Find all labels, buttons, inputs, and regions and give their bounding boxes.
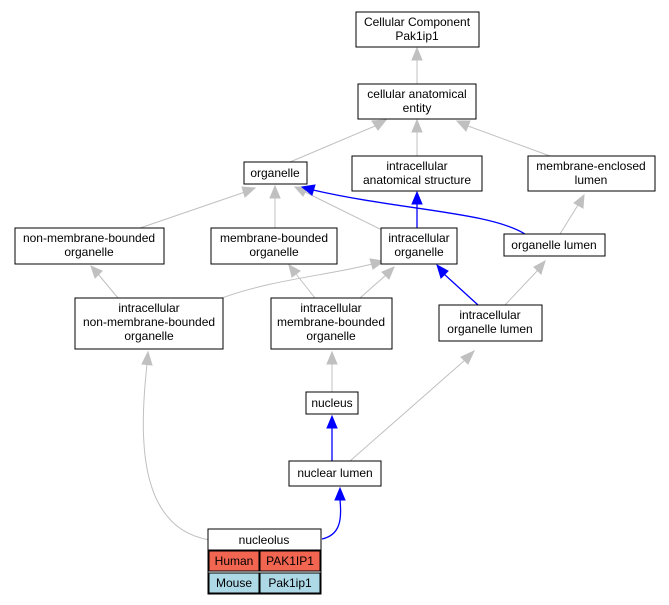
node-cellular-component-root[interactable]: Cellular Component Pak1ip1 [355, 11, 480, 48]
arrow-mel-to-cae [455, 120, 471, 132]
edge-inmbo-to-nmbo [97, 273, 119, 299]
node-cellular-anatomical-entity[interactable]: cellular anatomical entity [357, 83, 477, 120]
node-label-line: intracellular [388, 231, 449, 245]
node-intracellular-anatomical-structure[interactable]: intracellular anatomical structure [351, 155, 483, 192]
node-label-line: organelle [394, 245, 444, 259]
gene-label: PAK1IP1 [266, 554, 314, 568]
arrow-nmbo-to-organelle [241, 186, 257, 198]
node-label-line: Pak1ip1 [395, 29, 439, 43]
node-label-line: nucleolus [239, 533, 290, 547]
arrow-nucleus-to-imbo [326, 350, 338, 365]
arrow-ias-to-cae [411, 118, 423, 133]
node-organelle[interactable]: organelle [243, 161, 308, 185]
gene-label: Pak1ip1 [268, 576, 312, 590]
node-label-line: anatomical structure [363, 173, 471, 187]
node-organelle-lumen[interactable]: organelle lumen [503, 233, 606, 257]
node-label-line: membrane-enclosed [536, 159, 645, 173]
arrow-mbo-to-organelle [269, 184, 281, 199]
edge-nmbo-to-organelle [139, 191, 246, 229]
arrow-imbo-to-mbo [288, 264, 301, 278]
node-label-line: organelle [124, 329, 174, 343]
node-label-line: organelle [306, 329, 356, 343]
node-label-line: entity [403, 101, 432, 115]
arrow-ol-to-organelle [300, 184, 316, 196]
arrow-cae-to-root [411, 46, 423, 61]
node-nuclear-lumen[interactable]: nuclear lumen [288, 460, 382, 487]
node-intracellular-non-membrane-bounded-organelle[interactable]: intracellular non-membrane-bounded organ… [74, 297, 224, 350]
node-label-line: organelle [249, 245, 299, 259]
edge-nucleolus-to-nl [321, 499, 342, 540]
node-label-line: organelle [250, 166, 300, 180]
node-label-line: lumen [575, 173, 608, 187]
node-label-line: non-membrane-bounded [23, 231, 155, 245]
arrow-organelle-to-cae [371, 119, 388, 131]
edge-io-to-organelle [304, 191, 383, 231]
annotation-row-mouse: Mouse Pak1ip1 [208, 572, 321, 594]
node-label-line: non-membrane-bounded [83, 315, 215, 329]
arrow-inmbo-to-nmbo [90, 265, 103, 279]
annotation-row-human: Human PAK1IP1 [208, 550, 321, 572]
arrow-iol-to-io [436, 263, 449, 279]
edge-organelle-to-cae [289, 125, 376, 163]
node-membrane-enclosed-lumen[interactable]: membrane-enclosed lumen [527, 155, 656, 192]
node-label-line: organelle [64, 245, 114, 259]
node-membrane-bounded-organelle[interactable]: membrane-bounded organelle [210, 227, 338, 265]
node-nucleus[interactable]: nucleus [305, 391, 359, 415]
node-label-line: cellular anatomical [367, 87, 466, 101]
node-label-line: Cellular Component [364, 15, 471, 29]
species-cell-mouse [208, 572, 260, 594]
node-intracellular-organelle-lumen[interactable]: intracellular organelle lumen [438, 304, 543, 342]
node-label-line: organelle lumen [447, 322, 532, 336]
arrow-ol-to-mel [573, 193, 585, 209]
edge-iol-to-ol [504, 269, 539, 306]
edges-is-a [90, 46, 585, 541]
node-label-line: intracellular [118, 301, 179, 315]
node-label-line: intracellular [386, 159, 447, 173]
node-intracellular-organelle[interactable]: intracellular organelle [380, 227, 458, 265]
arrow-iol-to-ol [533, 259, 546, 275]
species-label: Mouse [216, 576, 252, 590]
edge-imbo-to-io [359, 274, 387, 299]
node-nucleolus[interactable]: nucleolus Human PAK1IP1 Mouse Pak1ip1 [207, 528, 322, 595]
edge-mel-to-cae [467, 125, 551, 157]
node-label-line: nucleus [311, 396, 352, 410]
arrow-nl-to-nucleus [326, 414, 338, 429]
arrow-nucleolus-to-inmbo [141, 350, 153, 366]
arrow-nucleolus-to-nl [334, 486, 346, 501]
arrow-imbo-to-io [381, 266, 395, 280]
arrow-io-to-ias [411, 190, 423, 205]
edge-iol-to-io [443, 273, 479, 306]
gene-cell-human [259, 550, 321, 572]
node-label-line: membrane-bounded [220, 231, 328, 245]
species-label: Human [215, 554, 254, 568]
node-non-membrane-bounded-organelle[interactable]: non-membrane-bounded organelle [14, 227, 165, 265]
edges-part-of [300, 184, 526, 540]
edge-ol-to-mel [559, 204, 579, 235]
edge-nl-to-iol [349, 359, 466, 462]
node-label-line: nuclear lumen [297, 466, 372, 480]
arrow-nl-to-iol [460, 349, 476, 365]
edge-nucleolus-to-inmbo [142, 363, 211, 541]
node-label-line: membrane-bounded [277, 315, 385, 329]
node-label-line: organelle lumen [511, 238, 596, 252]
species-cell-human [208, 550, 260, 572]
edge-ol-to-organelle [312, 189, 526, 235]
gene-cell-mouse [259, 572, 321, 594]
node-intracellular-membrane-bounded-organelle[interactable]: intracellular membrane-bounded organelle [270, 297, 393, 350]
edge-imbo-to-mbo [295, 273, 316, 299]
node-label-line: intracellular [300, 301, 361, 315]
node-label-line: intracellular [459, 308, 520, 322]
